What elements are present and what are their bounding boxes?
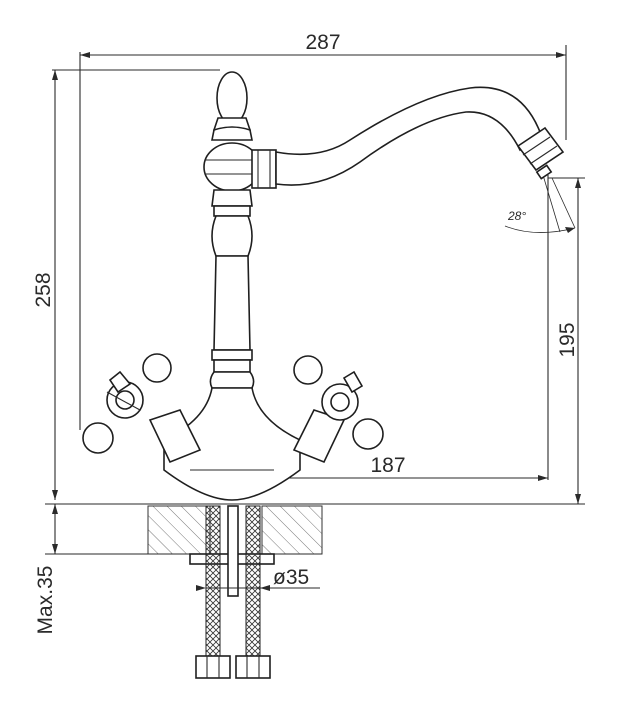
right-cross-handle xyxy=(292,355,384,464)
dimension-hole-diameter: ø35 xyxy=(196,566,320,591)
faucet-spout xyxy=(251,86,565,189)
height-label: 258 xyxy=(32,272,55,307)
dimension-spout-height: 195 xyxy=(547,175,585,504)
spout-reach-label: 187 xyxy=(370,454,405,477)
hole-diameter-label: ø35 xyxy=(273,566,309,589)
supply-hoses xyxy=(195,505,271,679)
dimension-height: 258 xyxy=(32,69,220,500)
max-thickness-label: Max.35 xyxy=(34,566,57,635)
dimension-swivel-angle: 28° xyxy=(504,174,576,233)
dimension-max-thickness: Max.35 xyxy=(34,504,58,634)
dimension-width: 287 xyxy=(79,31,567,140)
width-label: 287 xyxy=(305,31,340,54)
left-cross-handle xyxy=(82,353,202,464)
countertop-section xyxy=(45,505,323,565)
angle-label: 28° xyxy=(507,209,526,223)
faucet-body xyxy=(163,71,301,501)
spout-height-label: 195 xyxy=(556,322,579,357)
